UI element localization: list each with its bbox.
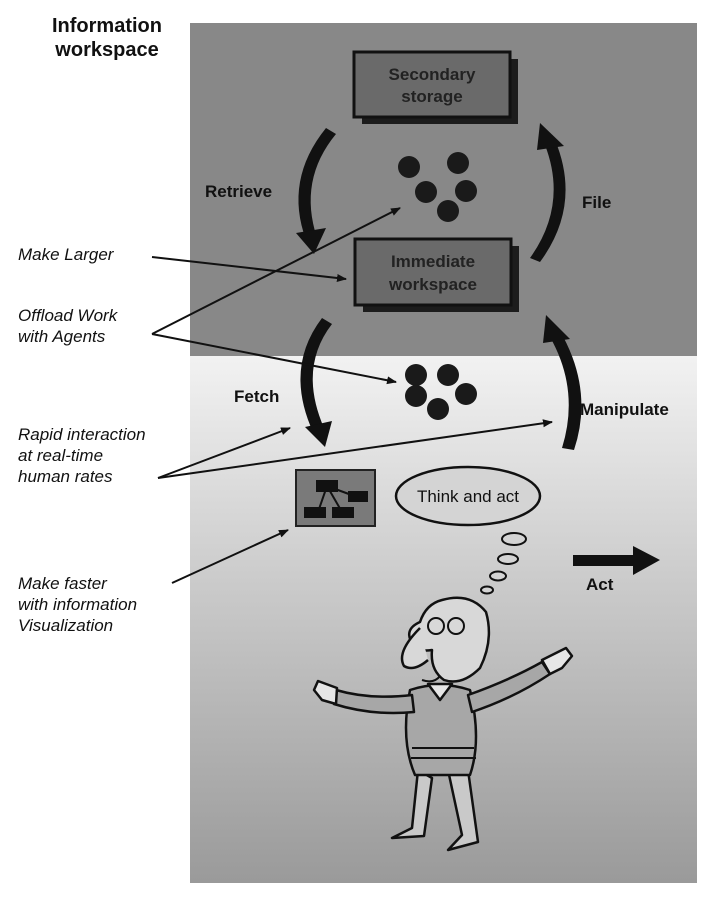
note-faster: Make faster with information Visualizati…: [18, 573, 137, 636]
info-dot: [437, 364, 459, 386]
note-make-larger: Make Larger: [18, 244, 113, 265]
act-label: Act: [586, 575, 614, 594]
file-label: File: [582, 193, 611, 212]
note-faster-line1: Make faster: [18, 574, 107, 593]
retrieve-label: Retrieve: [205, 182, 272, 201]
diagram-title-line1: Information: [52, 15, 162, 37]
info-dot: [405, 364, 427, 386]
thought-bubble: Think and act: [394, 465, 542, 595]
info-dot: [405, 385, 427, 407]
info-dot: [437, 200, 459, 222]
faster-pointer: [171, 529, 289, 584]
note-rapid-line2: at real-time: [18, 446, 104, 465]
thought-text: Think and act: [417, 487, 519, 506]
manipulate-arrow: [550, 331, 582, 450]
note-rapid-line3: human rates: [18, 467, 113, 486]
secondary-storage-line2: storage: [401, 87, 462, 106]
retrieve-arrowhead: [296, 228, 326, 254]
offload-pointer-lower: [151, 333, 397, 385]
note-offload-line1: Offload Work: [18, 306, 118, 325]
info-dot: [455, 180, 477, 202]
rapid-pointer-lower: [157, 419, 553, 479]
note-rapid-line1: Rapid interaction: [18, 425, 146, 444]
info-dot: [427, 398, 449, 420]
file-arrowhead: [537, 123, 564, 150]
manipulate-arrowhead: [543, 315, 570, 343]
note-faster-line3: Visualization: [18, 616, 114, 635]
rapid-pointer-upper: [157, 427, 291, 479]
person-illustration: [312, 596, 574, 852]
info-dot: [415, 181, 437, 203]
note-make-larger-text: Make Larger: [18, 245, 114, 264]
note-offload-line2: with Agents: [18, 327, 106, 346]
immediate-workspace-line1: Immediate: [391, 252, 475, 271]
note-offload: Offload Work with Agents: [18, 305, 117, 347]
note-faster-line2: with information: [18, 595, 138, 614]
info-dot: [398, 156, 420, 178]
act-arrow: [573, 546, 660, 575]
file-arrow: [530, 140, 566, 262]
immediate-workspace-line2: workspace: [388, 275, 477, 294]
diagram-title: Information workspace: [42, 14, 172, 62]
offload-pointer-upper: [151, 207, 401, 335]
fetch-arrow: [300, 318, 332, 432]
secondary-storage-box: Secondary storage: [352, 50, 518, 124]
secondary-storage-line1: Secondary: [389, 65, 476, 84]
retrieve-arrow: [298, 128, 336, 240]
info-dot: [447, 152, 469, 174]
loop-arrows: [296, 123, 582, 450]
note-pointers: [151, 207, 553, 584]
make-larger-pointer: [151, 256, 347, 282]
fetch-label: Fetch: [234, 387, 279, 406]
manipulate-label: Manipulate: [580, 400, 669, 419]
info-dots-lower: [405, 364, 477, 420]
info-dot: [455, 383, 477, 405]
fetch-arrowhead: [305, 421, 332, 447]
diagram-title-line2: workspace: [55, 39, 159, 61]
info-dots-upper: [398, 152, 477, 222]
immediate-workspace-box: Immediate workspace: [353, 237, 519, 312]
note-rapid: Rapid interaction at real-time human rat…: [18, 424, 146, 487]
visualization-panel: [295, 469, 376, 527]
